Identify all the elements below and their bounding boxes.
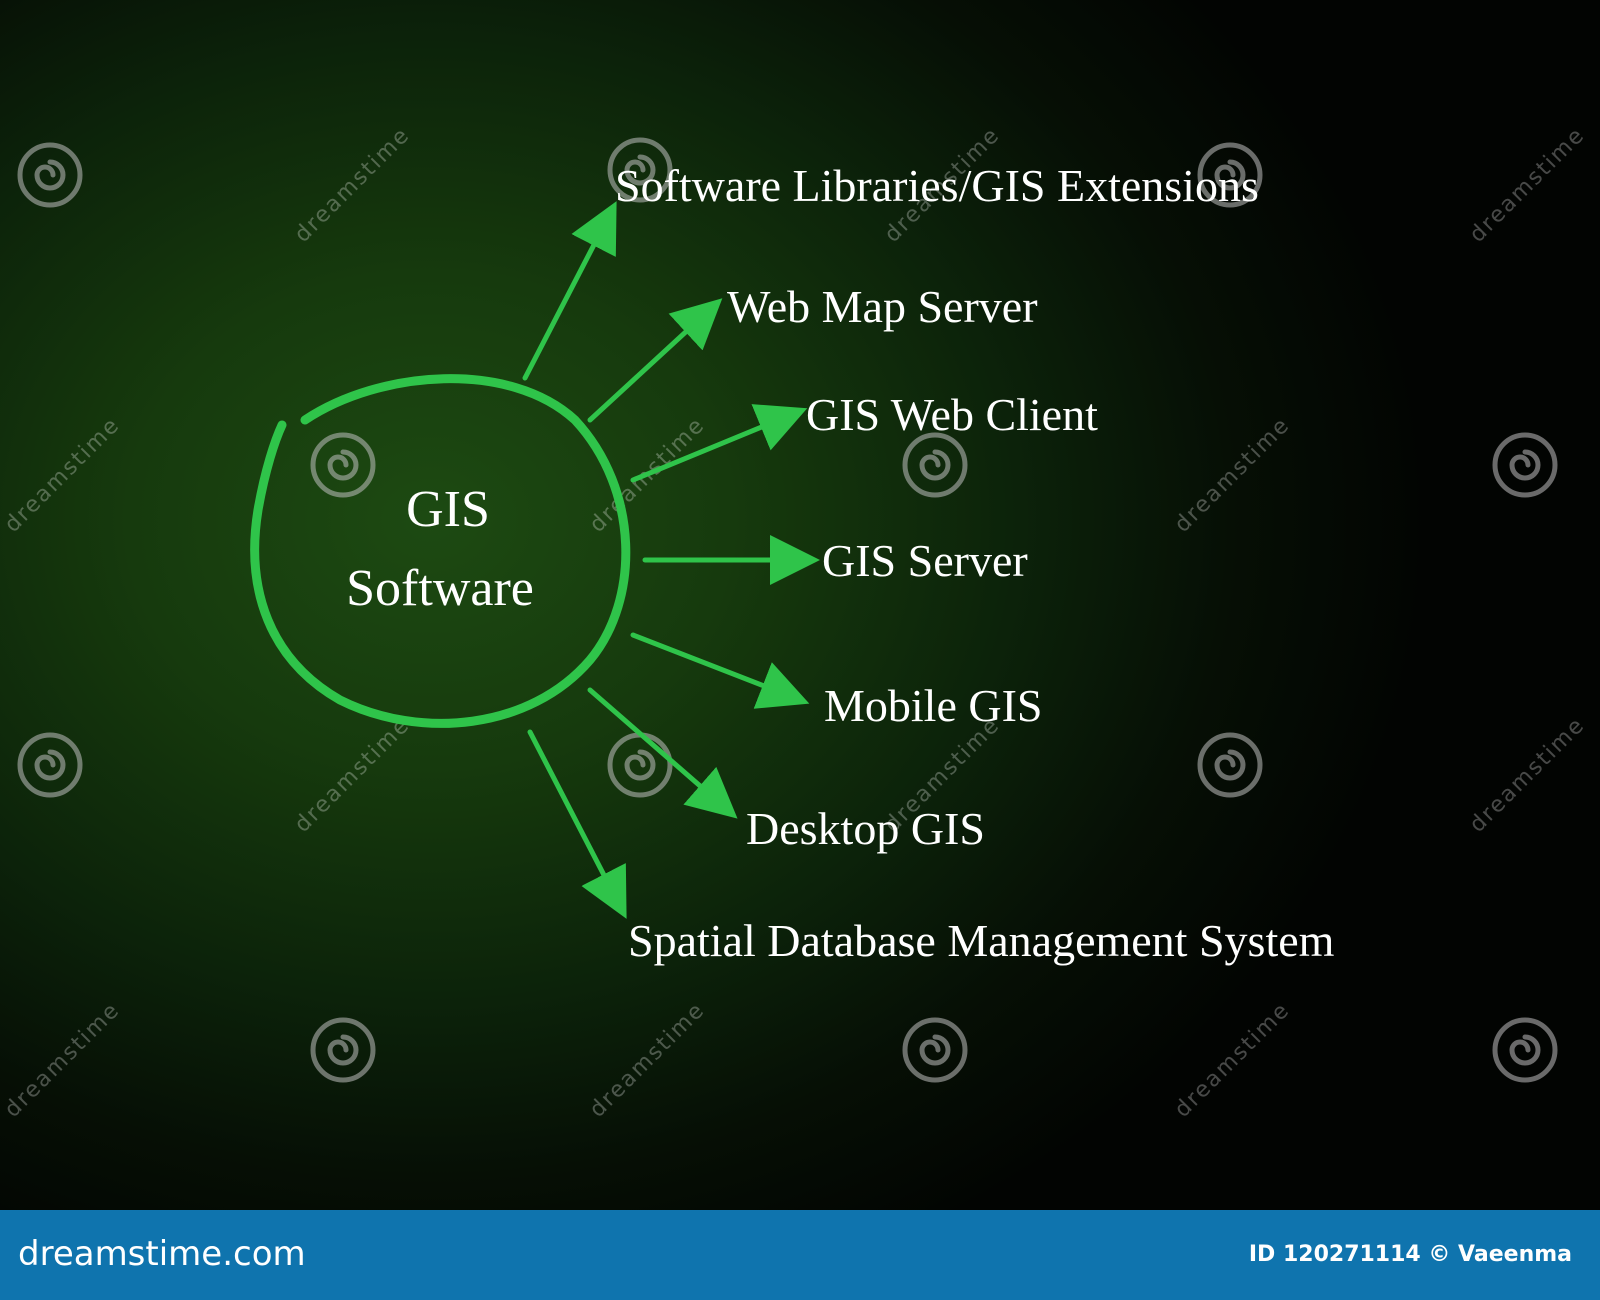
watermark-spiral-icon bbox=[902, 1017, 968, 1083]
branch-label-desktop-gis: Desktop GIS bbox=[746, 803, 985, 854]
arrow-spatial-dbms bbox=[527, 729, 627, 919]
hub-circle bbox=[250, 374, 631, 728]
footer-brand[interactable]: dreamstime.com bbox=[18, 1234, 306, 1274]
branch-label-software-libraries: Software Libraries/GIS Extensions bbox=[615, 160, 1259, 211]
arrow-gis-web-client bbox=[630, 404, 808, 483]
watermark-spiral-icon bbox=[902, 432, 968, 498]
footer-image-id: ID 120271114 © Vaeenma bbox=[1248, 1242, 1572, 1267]
branch-label-gis-server: GIS Server bbox=[822, 535, 1028, 586]
watermark-spiral-icon bbox=[310, 1017, 376, 1083]
watermark-spiral-icon bbox=[1492, 432, 1558, 498]
branch-label-mobile-gis: Mobile GIS bbox=[824, 680, 1043, 731]
arrow-software-libraries bbox=[522, 201, 617, 381]
hub-title-line2: Software bbox=[346, 560, 534, 617]
arrows-group bbox=[522, 201, 820, 919]
watermark-spiral-icon bbox=[1492, 1017, 1558, 1083]
footer-bar: dreamstime.com ID 120271114 © Vaeenma bbox=[0, 1210, 1600, 1300]
watermark-spiral-icon bbox=[1197, 142, 1263, 208]
diagram-svg bbox=[250, 201, 820, 919]
watermark-spiral-icon bbox=[1197, 732, 1263, 798]
arrow-mobile-gis bbox=[630, 632, 810, 709]
branch-label-gis-web-client: GIS Web Client bbox=[806, 389, 1098, 440]
arrow-desktop-gis bbox=[587, 687, 738, 819]
watermark-spiral-icon bbox=[310, 432, 376, 498]
hub-title-line1: GIS bbox=[406, 481, 490, 538]
watermark-spiral-icon bbox=[17, 732, 83, 798]
watermark-spiral-icon bbox=[607, 137, 673, 203]
branch-label-spatial-dbms: Spatial Database Management System bbox=[628, 915, 1335, 966]
watermark-spiral-icon bbox=[17, 142, 83, 208]
branch-label-web-map-server: Web Map Server bbox=[727, 281, 1038, 332]
arrow-web-map-server bbox=[587, 298, 723, 423]
